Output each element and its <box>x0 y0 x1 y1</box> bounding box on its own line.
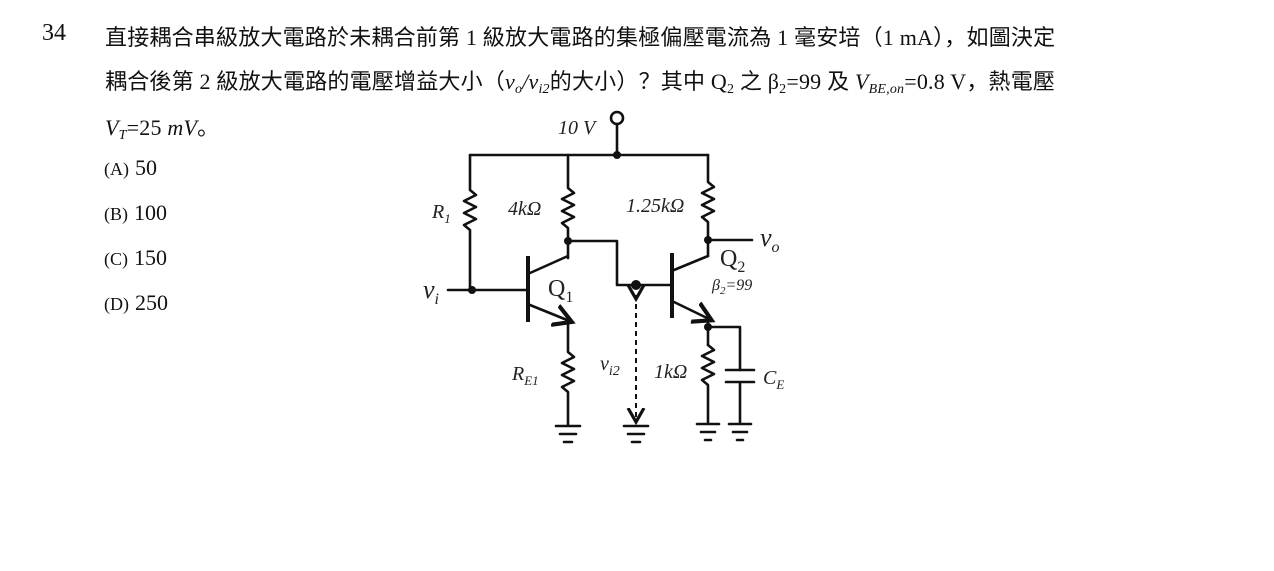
rc1-label: 4kΩ <box>508 198 541 220</box>
re2-resistor <box>700 343 716 424</box>
ground-re1 <box>554 424 582 444</box>
rc1-resistor <box>560 153 576 260</box>
question-text-line-1: 直接耦合串級放大電路於未耦合前第 1 級放大電路的集極偏壓電流為 1 毫安培（1… <box>105 20 1055 52</box>
q1-collector <box>528 254 570 275</box>
line1-text: 直接耦合串級放大電路於未耦合前第 1 級放大電路的集極偏壓電流為 1 毫安培（1… <box>105 25 1056 50</box>
vo-sub: o <box>514 82 523 97</box>
r1-label-sub: 1 <box>444 211 451 226</box>
ce-capacitor <box>724 368 756 424</box>
re1-label: RE1 <box>511 363 539 388</box>
option-b-mark: (B) <box>104 204 128 224</box>
q1-label-sub: 1 <box>565 289 573 306</box>
q2-sub: 2 <box>726 82 735 97</box>
option-b[interactable]: (B) 100 <box>104 200 167 226</box>
option-c-mark: (C) <box>104 249 128 269</box>
vi-label: vi <box>423 275 439 308</box>
line3-end: 。 <box>197 115 220 140</box>
rc2-label: 1.25kΩ <box>626 195 684 217</box>
option-a-value: 50 <box>135 155 157 180</box>
vt-unit: mV <box>167 115 198 140</box>
supply-label: 10 V <box>558 117 598 139</box>
vbe-symbol: VBE,on <box>854 69 905 97</box>
rc2-resistor <box>700 153 716 258</box>
re1-label-main: R <box>511 363 524 385</box>
vt-symbol: VT <box>105 115 127 143</box>
vi2-v: v <box>528 69 539 94</box>
q2-base-node <box>631 280 641 290</box>
q2-collector <box>672 254 710 272</box>
vi2-label-sub: i2 <box>609 364 620 379</box>
option-a[interactable]: (A) 50 <box>104 155 157 181</box>
vi-label-sub: i <box>435 291 439 308</box>
q1-label: Q1 <box>548 276 573 306</box>
q2-emitter-wire <box>706 318 742 372</box>
ground-vi2 <box>622 424 650 444</box>
ce-label: CE <box>763 367 784 392</box>
question-text-line-2: 耦合後第 2 級放大電路的電壓增益大小（vo/vi2的大小）？其中 Q2 之 β… <box>105 64 1056 97</box>
option-a-mark: (A) <box>104 159 129 179</box>
vo-v: v <box>505 69 515 94</box>
ce-label-sub: E <box>775 377 784 392</box>
question-text-line-3: VT=25 mV。 <box>105 110 220 143</box>
option-c[interactable]: (C) 150 <box>104 245 167 271</box>
re1-resistor <box>560 320 576 427</box>
re1-label-sub: E1 <box>523 373 538 388</box>
vo-label-main: v <box>760 223 772 252</box>
option-d-mark: (D) <box>104 294 129 314</box>
coupling-wire <box>566 239 674 287</box>
line2-text-d: =99 及 <box>786 69 855 94</box>
ground-re2 <box>695 422 721 442</box>
vi2-label: vi2 <box>600 353 620 379</box>
option-d[interactable]: (D) 250 <box>104 290 168 316</box>
vo-label-sub: o <box>772 239 780 256</box>
vi2-symbol: vi2 <box>528 69 550 97</box>
line3-text-a: =25 <box>126 115 168 140</box>
q2-emitter <box>672 300 707 318</box>
line2-text-a: 耦合後第 2 級放大電路的電壓增益大小（ <box>105 69 506 94</box>
option-c-value: 150 <box>134 245 167 270</box>
supply-terminal <box>609 110 625 126</box>
vi-label-main: v <box>423 275 435 304</box>
beta2-label-value: =99 <box>725 277 752 294</box>
line2-text-b: 的大小）？其中 Q <box>549 69 727 94</box>
vi-node <box>468 286 476 294</box>
r1-label: R1 <box>431 201 451 226</box>
vo-label: vo <box>760 223 780 256</box>
line2-text-e: =0.8 V，熱電壓 <box>904 69 1056 94</box>
r1-label-main: R <box>431 201 444 223</box>
beta2-sub: 2 <box>779 82 787 97</box>
beta2-label-sub: 2 <box>720 285 726 297</box>
option-b-value: 100 <box>134 200 167 225</box>
vt-sub: T <box>118 128 127 143</box>
beta2-label-main: β <box>711 277 720 294</box>
beta2-label: β2=99 <box>711 277 752 297</box>
q1-label-main: Q <box>548 276 565 302</box>
option-d-value: 250 <box>135 290 168 315</box>
vt-v: V <box>105 115 119 140</box>
slash: / <box>522 69 529 94</box>
vo-symbol: vo <box>505 69 523 97</box>
circuit-diagram: 10 V R1 4kΩ 1.25kΩ vo vi Q1 Q2 β2=99 RE1… <box>423 110 784 444</box>
vi2-sub: i2 <box>538 82 550 97</box>
vi2-label-main: v <box>600 353 609 375</box>
ground-ce <box>727 422 753 442</box>
vbe-v: V <box>854 69 869 94</box>
ce-label-main: C <box>763 367 777 389</box>
line2-text-c: 之 β <box>734 69 780 94</box>
question-number: 34 <box>42 20 66 46</box>
re2-label: 1kΩ <box>654 361 687 383</box>
q2-label-main: Q <box>720 246 737 272</box>
q2-label: Q2 <box>720 246 745 276</box>
r1-resistor <box>462 153 478 291</box>
q2-label-sub: 2 <box>737 259 745 276</box>
q1-emitter <box>528 303 567 320</box>
vbe-sub: BE,on <box>868 82 905 97</box>
